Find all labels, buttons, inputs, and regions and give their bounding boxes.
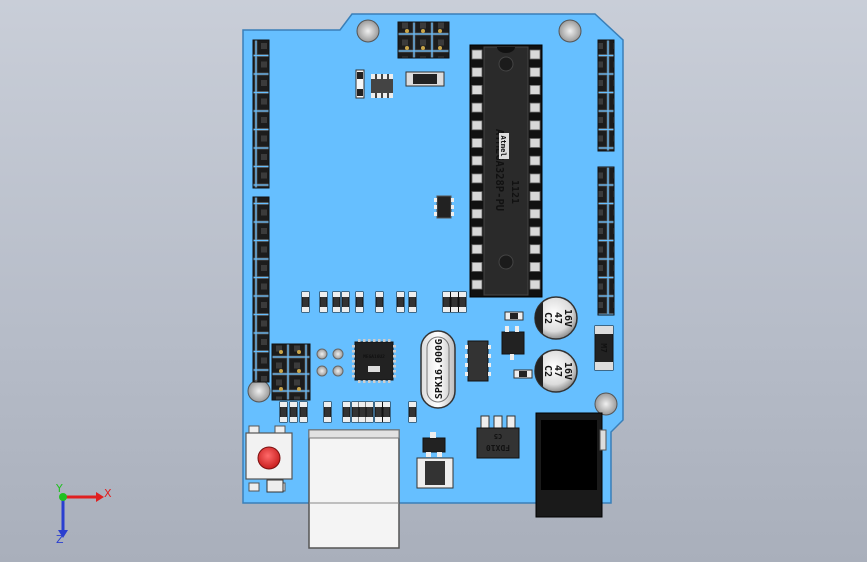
coordinate-axis-triad: X Z Y <box>55 482 112 546</box>
axis-z-label: Z <box>56 533 64 546</box>
usb-controller-chip: MEGA16U2 <box>352 339 396 383</box>
voltage-regulator: FDX10 C5 <box>476 415 520 459</box>
reset-button[interactable] <box>245 425 293 493</box>
axis-x-label: X <box>104 487 112 500</box>
electrolytic-capacitor-2: 16V 47 C2 <box>534 349 578 393</box>
electrolytic-capacitor-1: 16V 47 C2 <box>534 296 578 340</box>
diode-marking: M7 <box>599 343 608 353</box>
tantalum-capacitor <box>416 457 454 489</box>
svg-text:47: 47 <box>552 312 563 324</box>
svg-text:C2: C2 <box>542 312 553 324</box>
svg-text:16V: 16V <box>562 362 573 380</box>
axis-y-label: Y <box>55 482 63 495</box>
digital-io-headers <box>597 39 615 316</box>
icsp-header-top <box>397 21 450 59</box>
icsp-header-usb <box>271 343 344 401</box>
svg-text:C2: C2 <box>542 365 553 377</box>
power-analog-headers <box>252 39 270 383</box>
usb-chip-marking: MEGA16U2 <box>363 354 385 360</box>
svg-text:Atmel: Atmel <box>499 135 507 156</box>
atmega-mcu-chip[interactable]: ATMEGA328P-PU 1121 Atmel <box>469 44 543 298</box>
crystal-oscillator: SPK16.000G <box>420 330 456 409</box>
usb-b-connector <box>308 429 400 549</box>
atmel-logo: Atmel <box>499 133 509 159</box>
crystal-marking: SPK16.000G <box>434 339 445 399</box>
smd-components: M7 <box>279 69 614 457</box>
regulator-ref: C5 <box>494 432 502 440</box>
dc-power-jack <box>535 412 607 518</box>
regulator-marking: FDX10 <box>486 443 510 452</box>
mounting-holes <box>247 19 618 416</box>
mcu-date-code: 1121 <box>509 180 520 204</box>
svg-text:47: 47 <box>552 365 563 377</box>
svg-text:16V: 16V <box>562 309 573 327</box>
